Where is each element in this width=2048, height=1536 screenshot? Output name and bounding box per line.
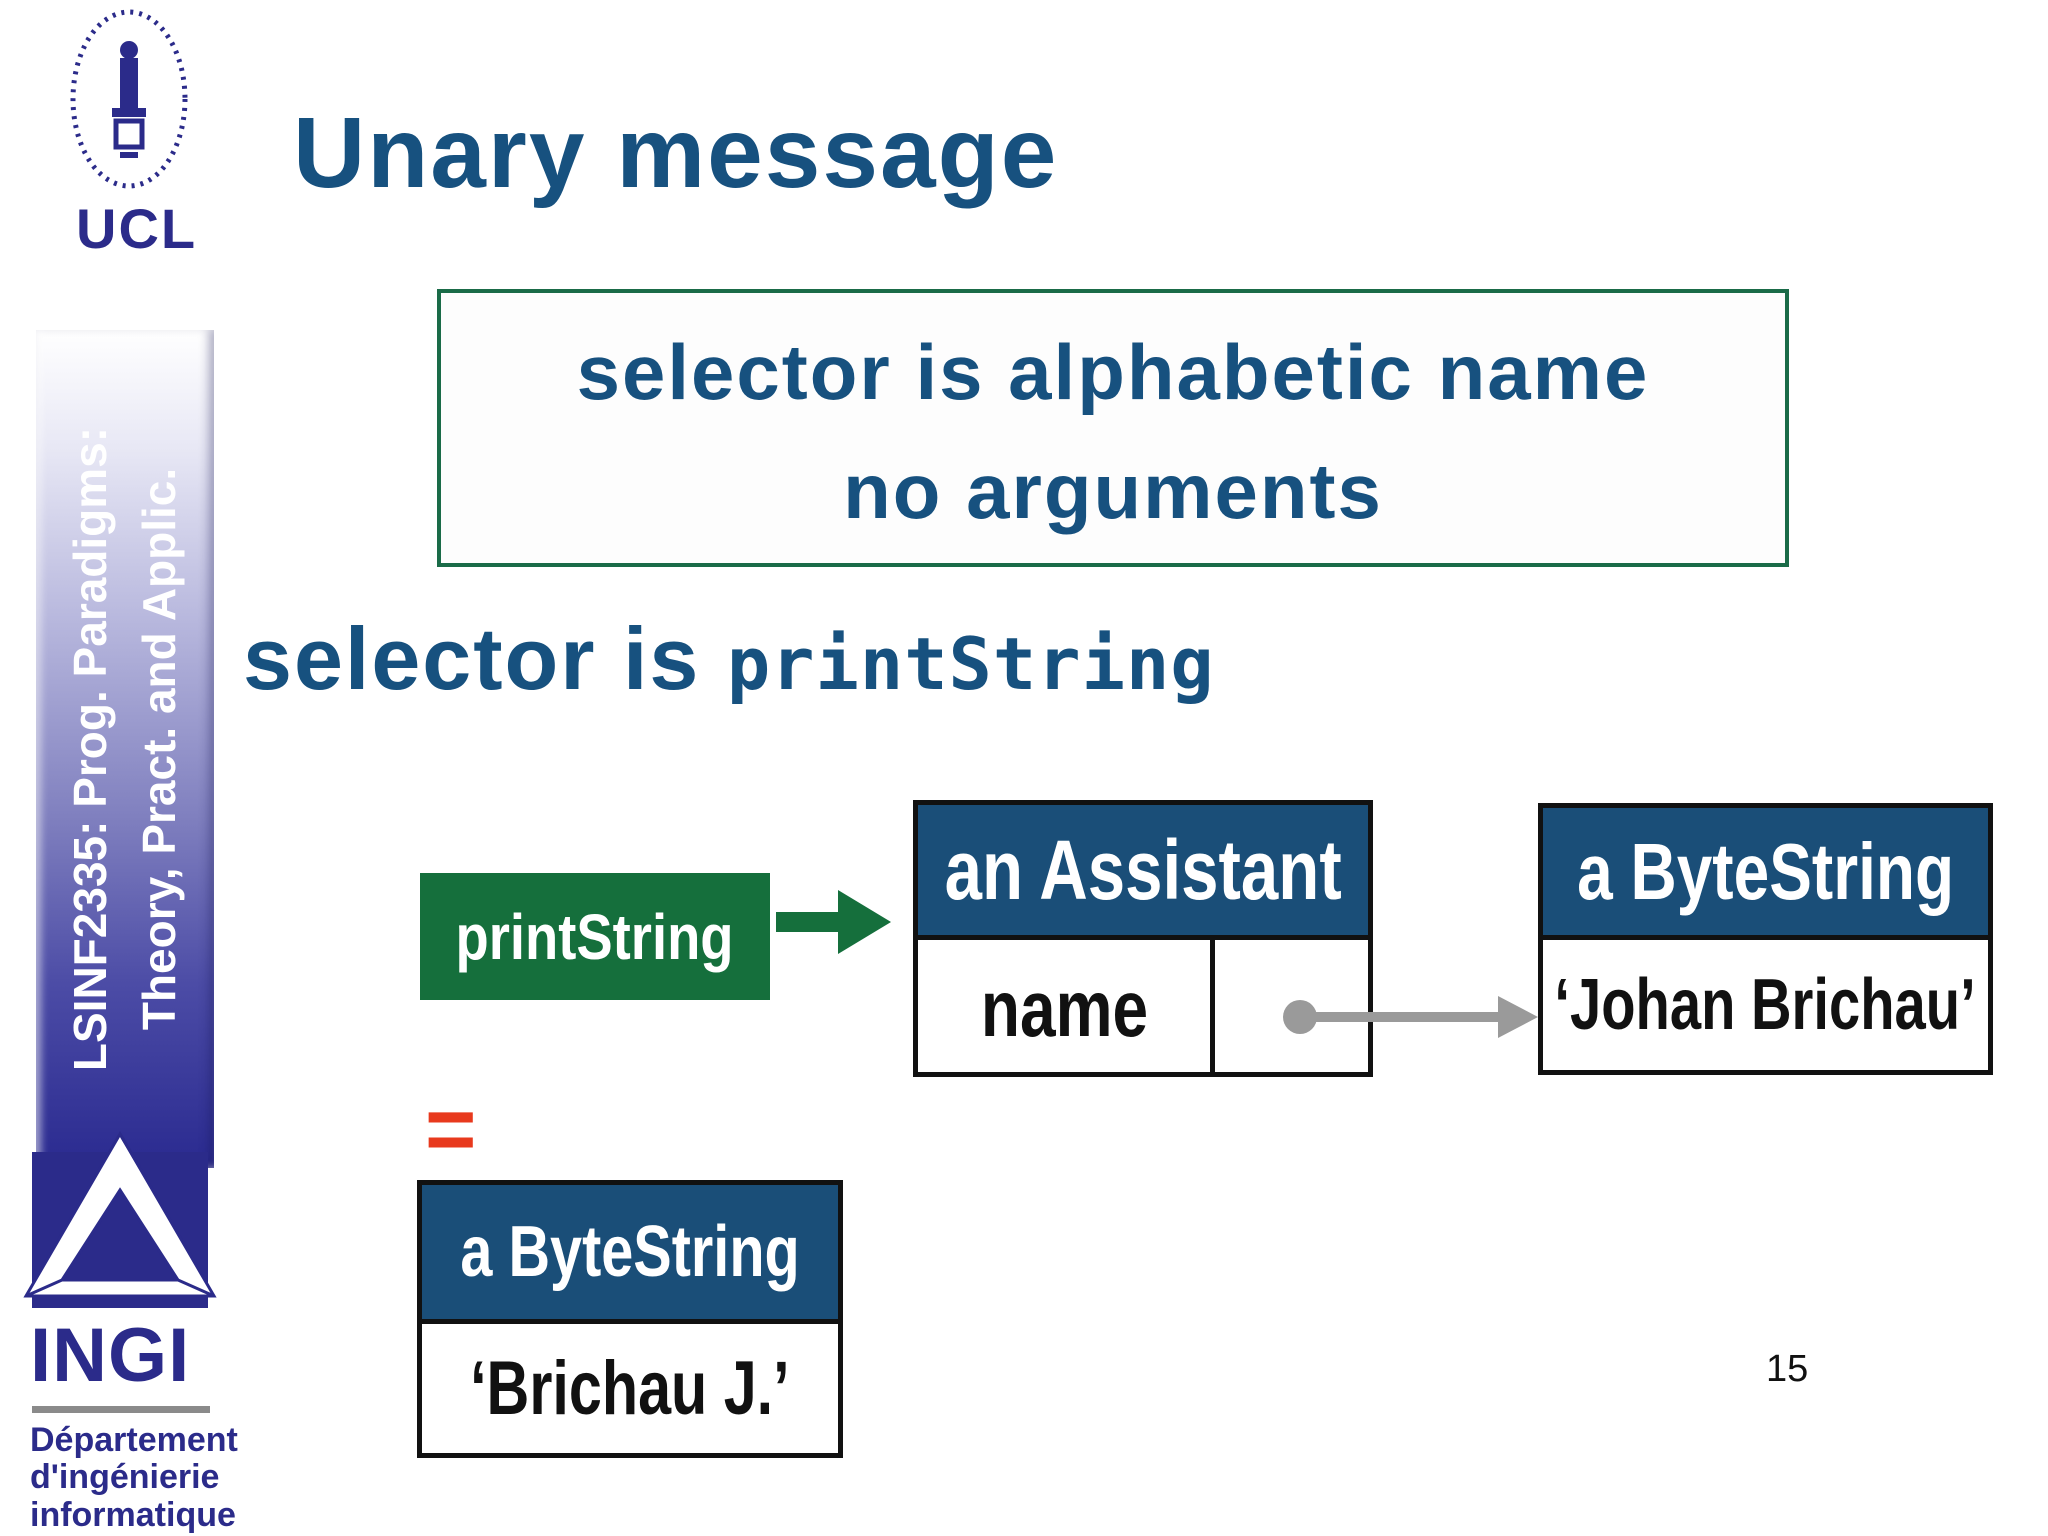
ucl-logo-text: UCL xyxy=(76,197,198,260)
assistant-object-header: an Assistant xyxy=(918,805,1368,940)
department-name: Département d'ingénierie informatique xyxy=(30,1421,238,1534)
green-arrow-icon xyxy=(776,890,891,954)
equals-sign: = xyxy=(425,1076,477,1181)
selector-rule-line: selector is alphabetic name xyxy=(576,328,1650,416)
message-send-box: printString xyxy=(420,873,770,1000)
reference-pointer-icon xyxy=(1283,996,1538,1038)
page-title: Unary message xyxy=(293,97,1059,209)
selector-rule-line: no arguments xyxy=(843,447,1383,535)
assistant-object-title: an Assistant xyxy=(944,822,1342,917)
result-object-body: ‘Brichau J.’ xyxy=(422,1324,838,1453)
bytestring-object-body: ‘Johan Brichau’ xyxy=(1543,940,1988,1070)
course-sidebar-text: LSINF2335: Prog. Paradigms: Theory, Prac… xyxy=(36,330,214,1168)
selector-rule-box: selector is alphabetic name no arguments xyxy=(437,289,1789,567)
department-line: Département xyxy=(30,1421,238,1459)
bytestring-object-box: a ByteString ‘Johan Brichau’ xyxy=(1538,803,1993,1075)
selector-example-prefix: selector is xyxy=(243,609,727,708)
assistant-object-row: name xyxy=(918,940,1368,1077)
course-code-line: LSINF2335: Prog. Paradigms: xyxy=(64,426,116,1072)
assistant-field-name: name xyxy=(980,963,1148,1053)
bytestring-object-header: a ByteString xyxy=(1543,808,1988,940)
department-line: d'ingénierie xyxy=(30,1458,220,1497)
bytestring-object-value: ‘Johan Brichau’ xyxy=(1554,965,1977,1045)
selector-example-line: selector is printString xyxy=(243,608,1215,710)
result-object-title: a ByteString xyxy=(460,1212,800,1292)
ingi-logo-text: INGI xyxy=(30,1313,191,1398)
ingi-divider xyxy=(32,1406,210,1413)
result-object-box: a ByteString ‘Brichau J.’ xyxy=(417,1180,843,1458)
department-line: informatique xyxy=(30,1495,236,1534)
assistant-object-box: an Assistant name xyxy=(913,800,1373,1077)
course-subtitle-line: Theory, Pract. and Applic. xyxy=(133,467,185,1031)
selector-example-code: printString xyxy=(726,622,1215,706)
result-object-header: a ByteString xyxy=(422,1185,838,1324)
message-send-label: printString xyxy=(455,900,735,973)
page-number: 15 xyxy=(1766,1348,1809,1390)
bytestring-object-title: a ByteString xyxy=(1577,826,1954,916)
result-object-value: ‘Brichau J.’ xyxy=(470,1346,790,1431)
course-sidebar-bar xyxy=(36,330,214,1168)
penrose-triangle-icon xyxy=(23,1131,217,1298)
assistant-field-name-cell: name xyxy=(918,940,1215,1077)
ucl-seal-icon xyxy=(70,9,188,189)
